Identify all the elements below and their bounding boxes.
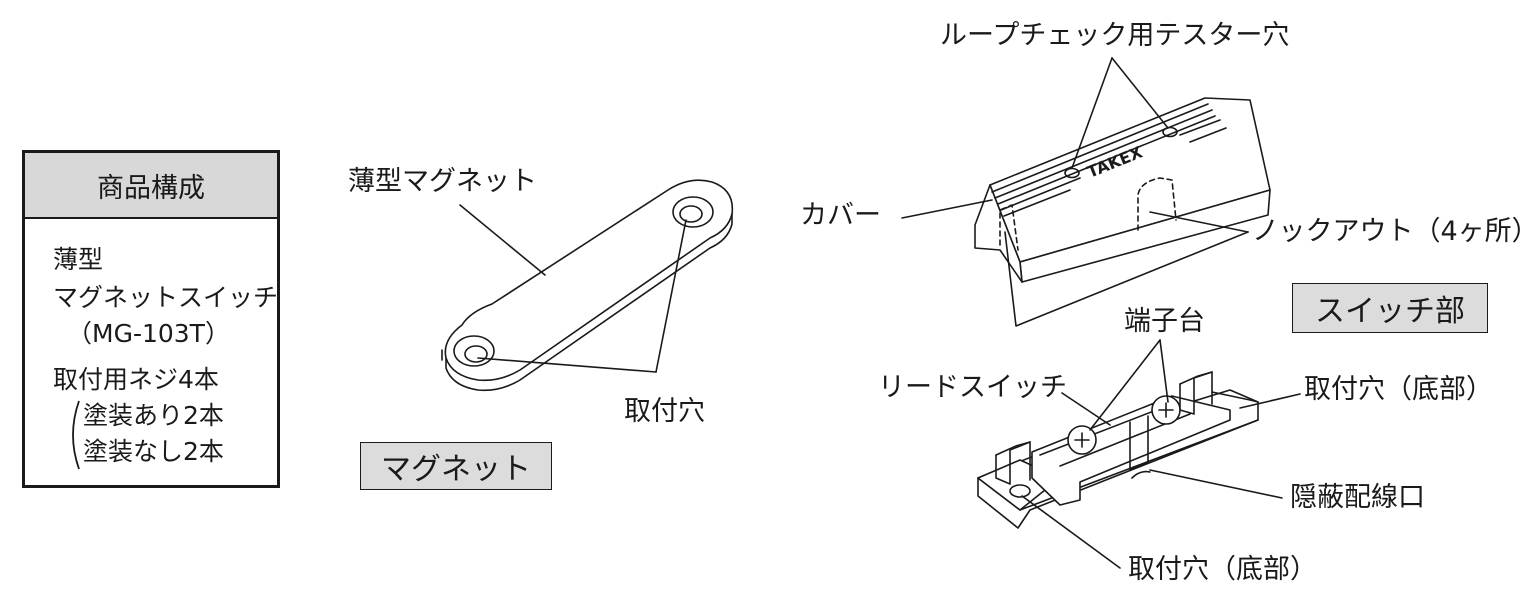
leader-hidden-wiring (1150, 470, 1282, 498)
leader-terminal-1 (1090, 340, 1160, 430)
label-mount-hole: 取付穴 (624, 396, 705, 427)
leader-cover (902, 200, 992, 218)
cover-illustration (975, 98, 1270, 282)
bracket-icon (72, 400, 80, 470)
leader-knockout-2 (1150, 212, 1248, 232)
contents-item-screws: 取付用ネジ4本 (53, 365, 219, 394)
label-mount-hole-bottom-right: 取付穴（底部） (1304, 374, 1493, 405)
base-illustration (978, 372, 1258, 528)
switch-section-tag: スイッチ部 (1292, 283, 1488, 333)
leader-reed-switch (1062, 393, 1110, 425)
leader-mount-hole-1 (656, 220, 686, 372)
label-reed-switch: リードスイッチ (878, 372, 1067, 403)
contents-item-thin: 薄型 (53, 245, 104, 274)
label-loop-check-hole: ループチェック用テスター穴 (940, 20, 1290, 51)
label-knockout: ノックアウト（4ヶ所） (1252, 216, 1539, 247)
leader-terminal-2 (1160, 340, 1168, 402)
label-cover: カバー (800, 200, 881, 231)
label-hidden-wiring: 隠蔽配線口 (1290, 482, 1425, 513)
leader-tester-hole-2 (1112, 58, 1168, 128)
leader-knockout-1 (1005, 232, 1248, 326)
contents-item-model: （MG-103T） (67, 319, 230, 348)
leader-mount-hole-bottom-right (1240, 394, 1300, 408)
leader-tester-hole-1 (1072, 58, 1112, 168)
label-thin-magnet: 薄型マグネット (348, 166, 537, 197)
label-mount-hole-bottom-lower: 取付穴（底部） (1128, 554, 1317, 585)
label-terminal-block: 端子台 (1124, 306, 1205, 337)
product-contents-header: 商品構成 (25, 153, 277, 219)
leader-thin-magnet (460, 205, 545, 275)
leader-mount-hole-2 (478, 358, 656, 372)
contents-item-switch: マグネットスイッチ (53, 283, 279, 312)
product-contents-box: 商品構成 薄型 マグネットスイッチ （MG-103T） 取付用ネジ4本 塗装あり… (22, 150, 280, 488)
magnet-section-tag: マグネット (360, 442, 552, 490)
contents-item-unpainted: 塗装なし2本 (83, 437, 224, 466)
leader-mount-hole-bottom-lower (1022, 496, 1120, 568)
contents-item-painted: 塗装あり2本 (83, 401, 224, 430)
thin-magnet-illustration (442, 180, 732, 390)
